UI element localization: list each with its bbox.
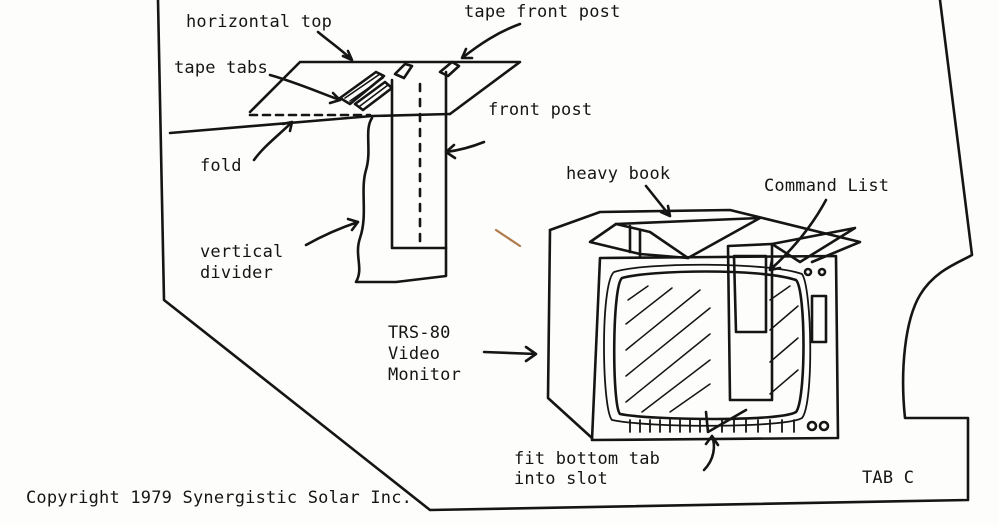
copyright-text: Copyright 1979 Synergistic Solar Inc. <box>26 488 413 508</box>
tape-front-post <box>393 60 461 80</box>
arrow-fit-bottom-tab <box>702 434 720 472</box>
label-horizontal-top: horizontal top <box>186 12 333 32</box>
monitor-knob-1 <box>803 267 813 277</box>
monitor-knob-3 <box>806 420 818 432</box>
heavy-book-spine <box>614 222 690 260</box>
label-trs80-video-monitor: TRS-80 Video Monitor <box>388 323 462 385</box>
monitor-top <box>548 208 862 264</box>
monitor-bottom-tab <box>704 408 748 434</box>
arrow-tape-front-post <box>460 22 522 60</box>
monitor-screen-bezel <box>603 263 812 427</box>
command-list-inner <box>732 254 768 334</box>
vertical-divider <box>354 116 448 284</box>
arrow-horizontal-top <box>316 30 354 62</box>
arrow-fold <box>252 120 294 162</box>
arrow-video-monitor <box>482 345 538 363</box>
arrow-tape-tabs <box>268 73 342 105</box>
monitor-left-side <box>546 228 594 440</box>
arrow-command-list <box>768 198 828 272</box>
label-heavy-book: heavy book <box>566 164 671 184</box>
arrow-vertical-divider <box>304 217 360 247</box>
command-list-card <box>726 242 774 402</box>
front-post <box>390 70 448 250</box>
monitor-screen <box>612 270 805 421</box>
label-fold: fold <box>200 156 242 176</box>
monitor-knob-4 <box>818 420 830 432</box>
heavy-book <box>588 216 762 260</box>
cut-outline <box>156 0 974 512</box>
label-command-list: Command List <box>764 176 890 196</box>
arrow-front-post <box>444 140 486 160</box>
tape-tab-hatch <box>344 73 389 107</box>
horizontal-top-front-edge <box>168 112 452 135</box>
label-vertical-divider: vertical divider <box>200 242 284 283</box>
label-front-post: front post <box>488 100 593 120</box>
label-fit-bottom-tab: fit bottom tab into slot <box>514 449 661 489</box>
stray-mark <box>494 228 522 248</box>
monitor-vent-slots <box>629 419 795 433</box>
label-tape-tabs: tape tabs <box>174 58 268 78</box>
monitor-side-slot <box>810 294 828 344</box>
horizontal-top-shape <box>248 60 522 116</box>
label-tape-front-post: tape front post <box>464 2 621 22</box>
monitor-screen-hatching <box>625 285 799 413</box>
monitor-knob-2 <box>817 267 827 277</box>
label-tab-c: TAB C <box>862 468 915 488</box>
tape-tab-1 <box>338 70 386 106</box>
arrow-heavy-book <box>644 184 672 218</box>
